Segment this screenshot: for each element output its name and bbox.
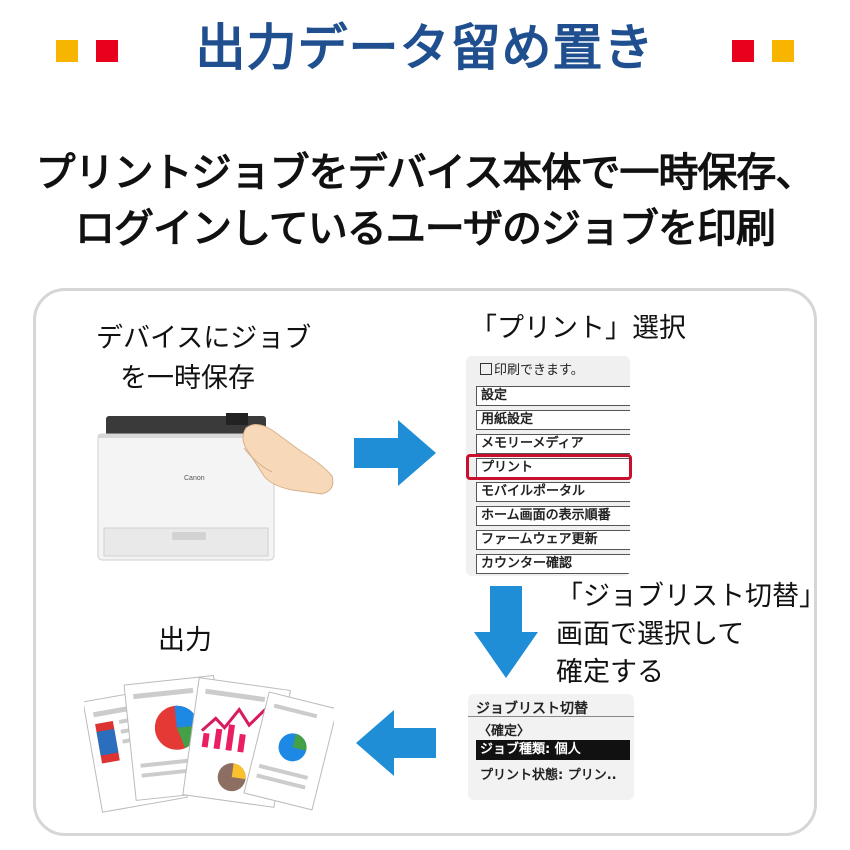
printer-illustration: Canon <box>96 408 336 564</box>
arrow-down-icon <box>474 586 538 678</box>
menu-item-settings[interactable]: 設定 <box>476 386 630 406</box>
job-confirm[interactable]: 〈確定〉 <box>478 724 531 739</box>
accent-square-red <box>96 40 118 62</box>
menu-item-memory-media[interactable]: メモリーメディア <box>476 434 630 454</box>
menu-screen: 印刷できます。 設定 用紙設定 メモリーメディア プリント モバイルポータル ホ… <box>466 356 630 576</box>
job-list-screen: ジョブリスト切替 〈確定〉 ジョブ種類: 個人 プリント状態: プリン.. <box>468 694 634 800</box>
printer-brand: Canon <box>184 475 205 482</box>
page-title: 出力データ留め置き <box>195 19 655 77</box>
job-list-caption-line-1: 「ジョブリスト切替」 <box>556 581 826 612</box>
arrow-right-icon <box>354 420 436 486</box>
job-list-caption-line-3: 確定する <box>556 657 664 688</box>
home-icon <box>480 363 492 375</box>
select-print-caption: 「プリント」選択 <box>470 313 686 344</box>
output-documents-illustration <box>82 668 338 824</box>
menu-item-paper[interactable]: 用紙設定 <box>476 410 630 430</box>
title-row: 出力データ留め置き <box>0 18 850 78</box>
job-screen-header: ジョブリスト切替 <box>476 701 588 717</box>
accent-square-yellow <box>56 40 78 62</box>
output-caption: 出力 <box>158 625 212 656</box>
subtitle-line-2: ログインしているユーザのジョブを印刷 <box>75 206 776 252</box>
accent-square-red-right <box>732 40 754 62</box>
job-list-caption-line-2: 画面で選択して <box>556 619 745 650</box>
menu-item-mobile-portal[interactable]: モバイルポータル <box>476 482 630 502</box>
print-state-row[interactable]: プリント状態: プリン.. <box>480 768 617 783</box>
menu-item-home-order[interactable]: ホーム画面の表示順番 <box>476 506 630 526</box>
menu-item-counter[interactable]: カウンター確認 <box>476 554 630 574</box>
save-caption-line-1: デバイスにジョブ <box>96 323 312 354</box>
arrow-left-icon <box>356 710 436 776</box>
accent-square-yellow-right <box>772 40 794 62</box>
subtitle-line-1: プリントジョブをデバイス本体で一時保存、 <box>35 150 816 196</box>
menu-status: 印刷できます。 <box>494 363 584 378</box>
save-caption-line-2: を一時保存 <box>120 363 255 394</box>
print-highlight <box>466 454 632 480</box>
menu-item-firmware[interactable]: ファームウェア更新 <box>476 530 630 550</box>
job-type-row[interactable]: ジョブ種類: 個人 <box>476 740 630 760</box>
